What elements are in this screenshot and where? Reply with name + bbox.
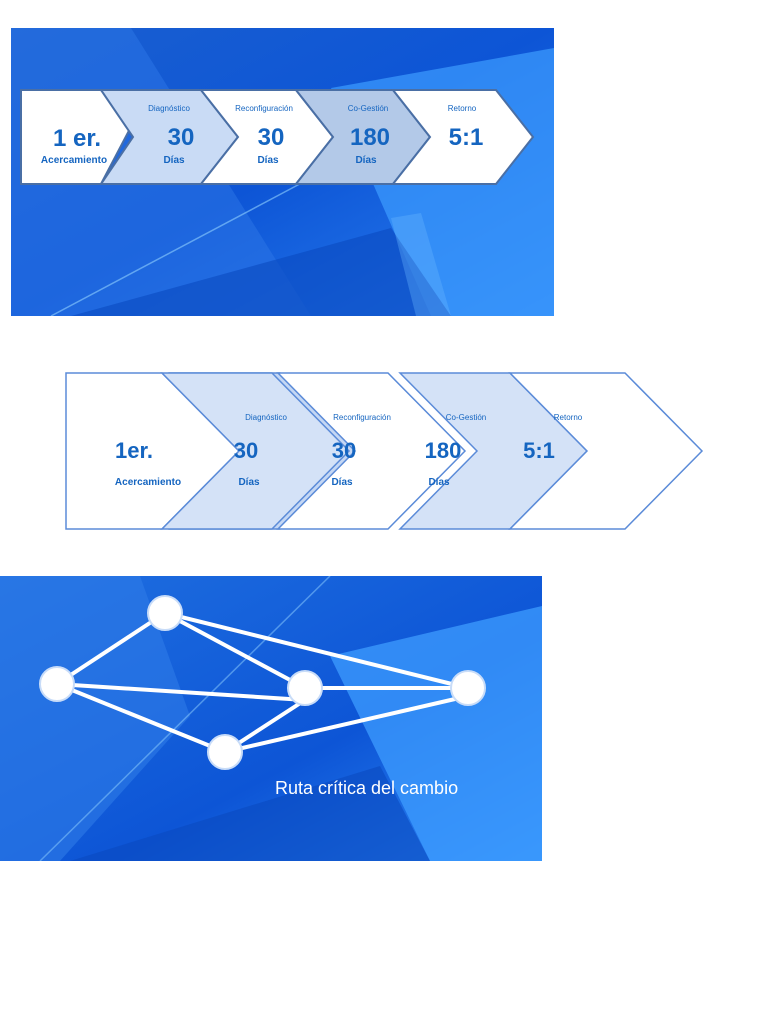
step-3-unit: Días <box>331 477 353 488</box>
chevron-step-5 <box>390 89 535 185</box>
step-2-unit: Días <box>238 477 260 488</box>
step-2-label: Diagnóstico <box>148 104 190 113</box>
network-node <box>147 595 183 631</box>
critical-path-banner: Ruta crítica del cambio <box>0 576 542 861</box>
chevron-step-1 <box>20 89 135 185</box>
step-4-value: 180 <box>350 124 390 151</box>
step-4-value: 180 <box>425 438 462 463</box>
step-3-value: 30 <box>258 124 285 151</box>
chevron-outline-2b <box>160 372 351 530</box>
step-1-unit: Acercamiento <box>41 155 107 166</box>
bg-facet <box>0 576 190 861</box>
step-3-value: 30 <box>332 438 356 463</box>
edge <box>55 611 167 686</box>
step-3-unit: Días <box>257 155 279 166</box>
bg-light-streak <box>50 177 312 316</box>
step-1-unit: Acercamiento <box>115 477 181 488</box>
step-5-value: 5:1 <box>449 124 484 151</box>
step-4-unit: Días <box>355 155 377 166</box>
process-diagram-middle: 1er. Acercamiento Diagnóstico 30 Días Re… <box>60 368 710 534</box>
step-2-value: 30 <box>168 124 195 151</box>
network-node <box>287 670 323 706</box>
process-banner-top-graphic: 1 er. Acercamiento Diagnóstico 30 Días R… <box>11 28 554 316</box>
chevron-outline-3 <box>276 372 467 530</box>
chevron-outline-5 <box>508 372 704 530</box>
step-3-label: Reconfiguración <box>333 413 391 422</box>
edge <box>56 682 226 754</box>
critical-path-graphic: Ruta crítica del cambio <box>0 576 542 861</box>
bg-facet <box>330 606 542 861</box>
edge <box>164 611 469 690</box>
network-node <box>39 666 75 702</box>
step-2-value: 30 <box>234 438 258 463</box>
step-5-label: Retorno <box>554 413 583 422</box>
step-4-label: Co-Gestión <box>446 413 486 422</box>
edge <box>56 682 306 702</box>
step-5-label: Retorno <box>448 104 477 113</box>
network-node <box>450 670 486 706</box>
step-4-unit: Días <box>428 477 450 488</box>
bg-facet <box>71 228 451 316</box>
step-2-unit: Días <box>163 155 185 166</box>
edge <box>224 694 469 754</box>
bg-facet <box>391 213 451 316</box>
bg-light-streak <box>39 576 331 861</box>
step-1-value: 1 er. <box>53 125 101 152</box>
step-5-value: 5:1 <box>523 438 555 463</box>
bg-facet <box>70 766 430 861</box>
step-1-value: 1er. <box>115 438 153 463</box>
step-3-label: Reconfiguración <box>235 104 293 113</box>
network-node <box>207 734 243 770</box>
step-4-label: Co-Gestión <box>348 104 388 113</box>
network-caption: Ruta crítica del cambio <box>275 778 458 798</box>
step-2-label: Diagnóstico <box>245 413 287 422</box>
network-edges <box>55 611 469 754</box>
process-banner-top: 1 er. Acercamiento Diagnóstico 30 Días R… <box>11 28 554 316</box>
edge <box>164 611 306 690</box>
process-diagram-middle-graphic: 1er. Acercamiento Diagnóstico 30 Días Re… <box>65 372 704 530</box>
